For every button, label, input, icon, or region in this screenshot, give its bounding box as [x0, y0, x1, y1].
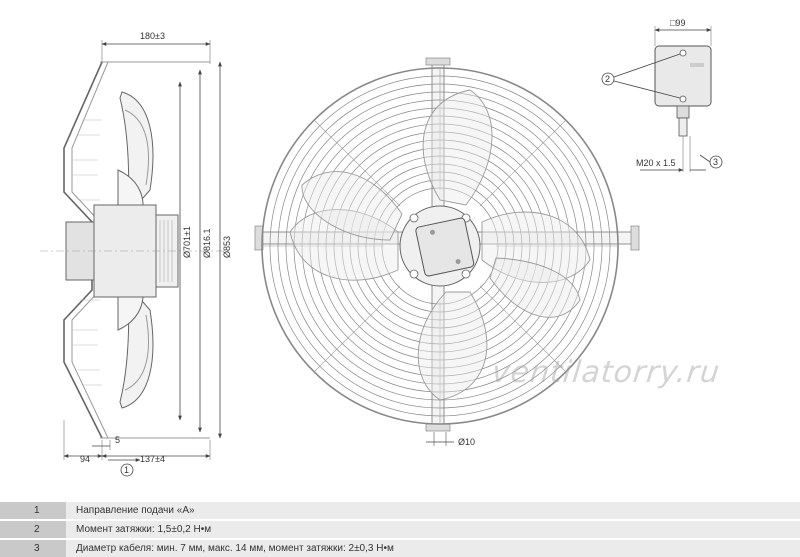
legend-table: 1 Направление подачи «A» 2 Момент затяжк… [0, 500, 800, 557]
dim-top-width: 180±3 [140, 31, 165, 41]
watermark: ventilatorry.ru [490, 355, 722, 390]
dim-depth-137: 137±4 [140, 454, 165, 464]
guard-spokes [262, 68, 618, 424]
legend-row: 1 Направление подачи «A» [0, 500, 800, 520]
dim-dia-816: Ø816.1 [202, 228, 212, 258]
terminal-box-detail [601, 26, 723, 172]
front-view [254, 57, 640, 446]
drawing-canvas: 180±3 Ø701±1 Ø816.1 Ø853 5 94 137±4 1 [40, 18, 723, 477]
dim-dia-701: Ø701±1 [182, 226, 192, 258]
legend-row: 3 Диаметр кабеля: мин. 7 мм, макс. 14 мм… [0, 538, 800, 557]
legend-number: 1 [0, 500, 66, 520]
legend-text: Момент затяжки: 1,5±0,2 Н•м [66, 519, 800, 539]
flow-marker-circle [120, 463, 134, 477]
callout-2: 2 [605, 74, 610, 84]
cable-gland [676, 105, 690, 119]
legend-text: Диаметр кабеля: мин. 7 мм, макс. 14 мм, … [66, 538, 800, 557]
terminal-box-front [415, 217, 475, 277]
legend-number: 2 [0, 519, 66, 539]
dim-hole-dia: Ø10 [458, 437, 475, 447]
callout-3: 3 [713, 157, 718, 167]
dim-five: 5 [115, 435, 120, 445]
flow-marker-label: 1 [124, 465, 129, 475]
dim-box-size: □99 [670, 18, 685, 28]
legend-text: Направление подачи «A» [66, 500, 800, 520]
dim-dia-853: Ø853 [222, 236, 232, 258]
legend-number: 3 [0, 538, 66, 557]
side-view [40, 40, 230, 477]
legend-row: 2 Момент затяжки: 1,5±0,2 Н•м [0, 519, 800, 539]
dim-thread: M20 x 1.5 [636, 158, 676, 168]
dim-ninety-four: 94 [80, 454, 90, 464]
impeller-blades [289, 89, 591, 401]
